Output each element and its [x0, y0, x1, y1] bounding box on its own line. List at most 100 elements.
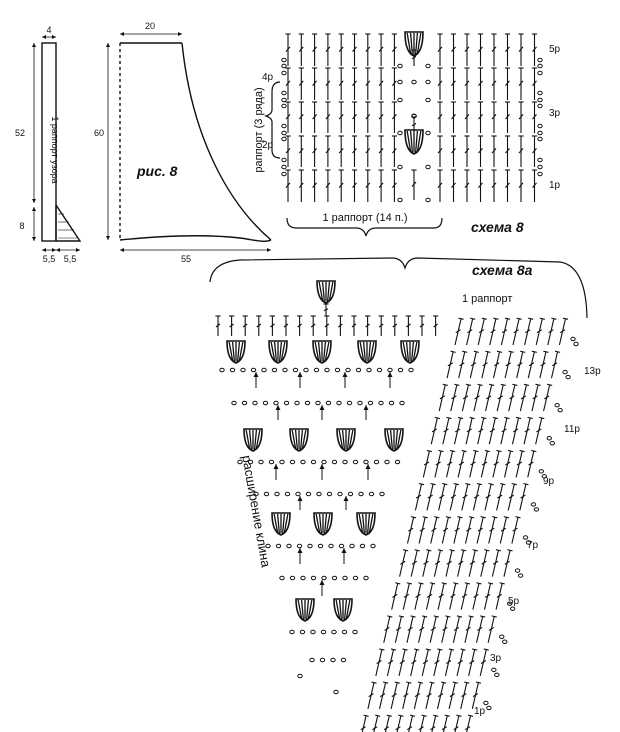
dc-stitch-symbol — [492, 350, 503, 379]
chain-stitch-symbol — [250, 367, 257, 373]
dc-cross-tick — [505, 362, 511, 367]
dc-top-bar — [472, 549, 478, 552]
puff-strand — [366, 513, 371, 534]
dc-cross-tick — [447, 362, 453, 367]
dc-top-bar — [434, 516, 440, 519]
chain-stitch-symbol — [319, 657, 326, 663]
dc-stitch-symbol — [518, 169, 524, 202]
dc-top-bar — [363, 714, 369, 717]
puff-strand — [348, 429, 354, 450]
dc-cross-tick — [325, 148, 331, 154]
dc-cross-tick — [505, 182, 510, 188]
dc-stitch-symbol — [441, 615, 451, 643]
chain-stitch-symbol — [304, 400, 311, 406]
dc-top-bar — [511, 482, 517, 486]
scheme8a-repeat: 1 раппорт — [462, 293, 512, 305]
dc-stitch-symbol — [457, 449, 467, 478]
dc-top-bar — [457, 416, 464, 420]
chain-stitch-symbol — [530, 502, 537, 507]
dc-top-bar — [469, 416, 475, 420]
dc-top-bar — [504, 416, 510, 420]
dc-stitch-symbol — [298, 33, 304, 66]
dc-stitch-symbol — [411, 49, 417, 66]
dc-top-bar — [382, 681, 389, 684]
chain-stitch-symbol — [229, 367, 236, 373]
dc-cross-tick — [548, 329, 554, 334]
dc-cross-tick — [422, 660, 429, 665]
dc-top-bar — [461, 449, 467, 453]
dc-top-bar — [379, 648, 385, 651]
chain-stitch-symbol — [506, 601, 513, 606]
dc-cross-tick — [439, 494, 445, 499]
dc-top-bar — [421, 615, 428, 618]
dc-top-bar — [457, 516, 463, 519]
chain-stitch-symbol — [333, 689, 339, 695]
dc-cross-tick — [505, 461, 511, 466]
chain-stitch-symbol — [537, 157, 543, 163]
dc-stitch-symbol — [491, 101, 497, 133]
dc-stitch-symbol — [337, 315, 343, 336]
dc-stitch-symbol — [452, 714, 462, 732]
dc-cross-tick — [464, 148, 470, 154]
dc-top-bar — [445, 615, 451, 618]
chain-stitch-symbol — [271, 367, 278, 373]
dc-top-bar — [452, 681, 458, 684]
dc-stitch-symbol — [391, 67, 397, 100]
dc-top-bar — [375, 714, 381, 717]
scheme8-horizontal-repeat: 1 раппорт (14 п.) — [322, 212, 407, 224]
dc-stitch-symbol — [425, 582, 436, 610]
ribbon-dimension-lines — [32, 35, 80, 252]
dc-stitch-symbol — [378, 135, 384, 167]
scheme8-grid — [281, 31, 543, 203]
dc-cross-tick — [380, 693, 386, 698]
dc-stitch-symbol — [325, 33, 331, 66]
chain-stitch-symbol — [331, 575, 338, 581]
dc-top-bar — [499, 582, 505, 585]
dc-stitch-symbol — [378, 101, 384, 133]
dc-top-bar — [437, 648, 443, 651]
dc-stitch-symbol — [391, 169, 397, 202]
chain-stitch-symbol — [352, 629, 358, 635]
puff-strand — [318, 513, 323, 534]
dc-stitch-symbol — [325, 67, 331, 100]
dc-stitch-symbol — [410, 648, 420, 676]
chain-stitch-symbol — [341, 629, 348, 635]
chain-stitch-symbol — [408, 367, 414, 373]
chain-stitch-symbol — [394, 459, 401, 465]
dc-top-bar — [488, 383, 495, 386]
chain-stitch-symbol — [537, 136, 543, 142]
puff-strand — [338, 429, 344, 450]
dc-cross-tick — [297, 323, 302, 328]
dc-stitch-symbol — [285, 169, 291, 202]
dc-stitch-symbol — [491, 33, 497, 66]
dc-stitch-symbol — [413, 681, 424, 710]
dc-stitch-symbol — [500, 416, 510, 445]
dc-stitch-symbol — [444, 648, 455, 676]
dc-stitch-symbol — [215, 315, 221, 336]
puff-strand — [402, 341, 408, 362]
dc-stitch-symbol — [298, 135, 304, 167]
dc-top-bar — [523, 383, 530, 386]
puff-strand — [359, 341, 365, 362]
dc-stitch-symbol — [402, 681, 412, 710]
dc-stitch-symbol — [460, 681, 470, 710]
dc-stitch-symbol — [418, 615, 428, 643]
chain-stitch-symbol — [281, 164, 287, 170]
dc-cross-tick — [384, 626, 390, 631]
dc-stitch-symbol — [464, 101, 470, 133]
dc-top-bar — [434, 416, 440, 420]
ribbon-repeat-label: 1 раппорт узора — [50, 116, 60, 183]
dc-stitch-symbol — [491, 67, 497, 100]
dc-top-bar — [441, 582, 447, 585]
puff-strand — [281, 513, 286, 534]
dc-cross-tick — [285, 114, 291, 120]
dc-cross-tick — [352, 114, 357, 120]
dc-stitch-symbol — [473, 383, 483, 412]
ribbon-width-top: 4 — [46, 25, 51, 35]
dc-stitch-symbol — [405, 315, 411, 336]
dc-cross-tick — [477, 626, 483, 631]
dc-stitch-symbol — [464, 169, 470, 202]
dc-cross-tick — [477, 527, 483, 532]
dc-cross-tick — [453, 726, 459, 731]
dc-top-bar — [477, 383, 483, 386]
